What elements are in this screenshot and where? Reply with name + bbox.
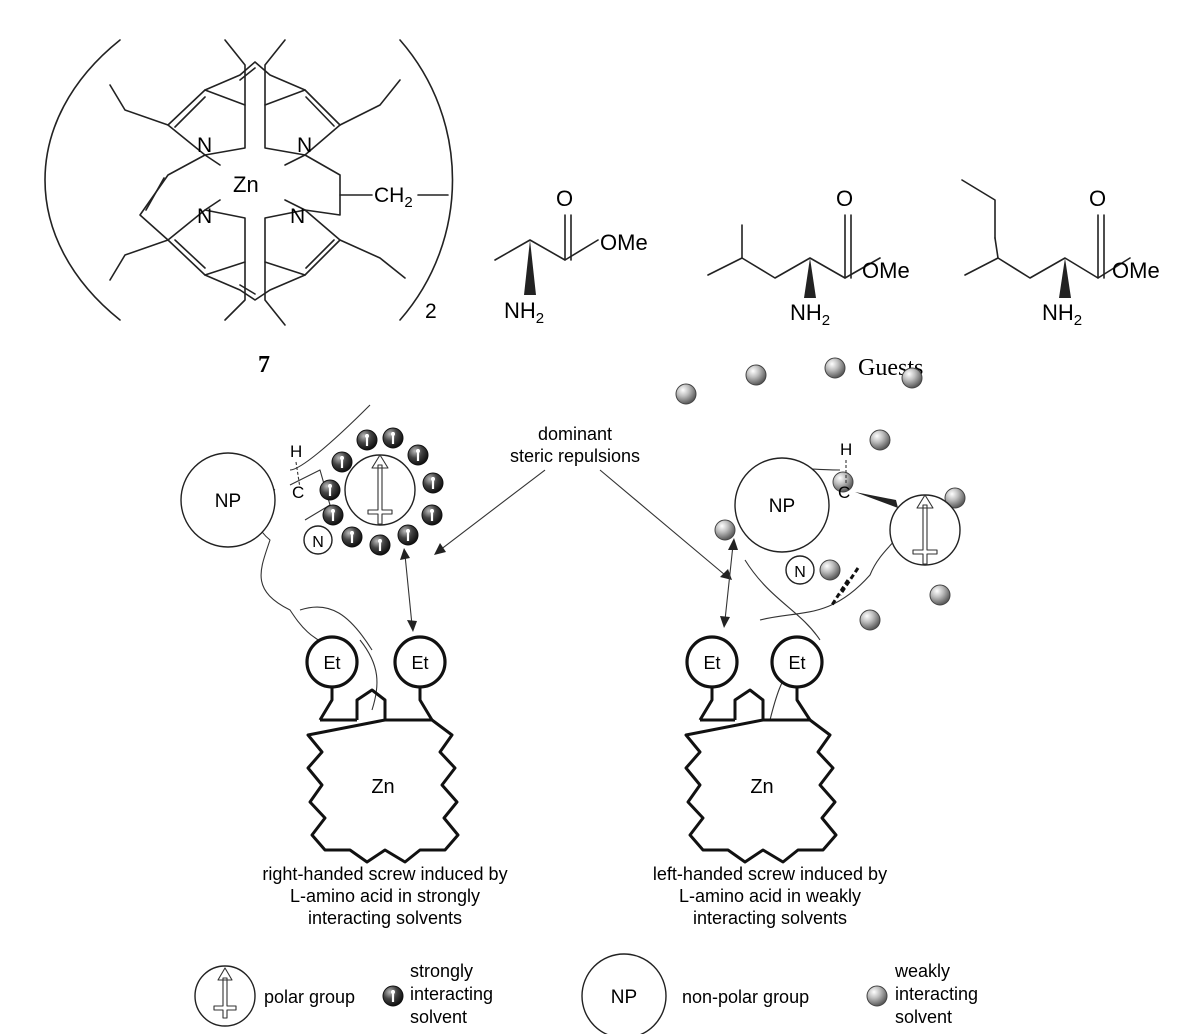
repeat-subscript: 2	[425, 300, 437, 323]
guest-alanine-ester: O OMe NH2	[494, 186, 648, 327]
guest-isoleucine-ester: O OMe NH2	[961, 179, 1160, 329]
svg-text:NP: NP	[215, 491, 241, 512]
svg-text:L-amino acid in weakly: L-amino acid in weakly	[679, 886, 861, 906]
svg-text:N: N	[312, 534, 324, 551]
compound-number: 7	[258, 352, 270, 378]
svg-text:O: O	[556, 186, 573, 211]
svg-text:solvent: solvent	[895, 1007, 952, 1027]
steric-repulsion-callout: dominant steric repulsions	[434, 424, 732, 580]
svg-text:C: C	[292, 483, 304, 502]
svg-text:solvent: solvent	[410, 1007, 467, 1027]
svg-text:interacting: interacting	[410, 984, 493, 1004]
svg-text:dominant: dominant	[538, 424, 612, 444]
svg-text:Zn: Zn	[750, 776, 773, 798]
legend-polar-icon	[194, 965, 256, 1027]
svg-text:OMe: OMe	[862, 258, 910, 283]
left-model: NP H C N Et Et	[180, 404, 508, 928]
svg-text:Et: Et	[323, 653, 340, 673]
svg-text:weakly: weakly	[894, 961, 950, 981]
zinc-label: Zn	[233, 172, 259, 197]
svg-text:O: O	[836, 186, 853, 211]
svg-text:O: O	[1089, 186, 1106, 211]
n-circle-right	[785, 555, 815, 585]
svg-text:OMe: OMe	[600, 230, 648, 255]
svg-text:H: H	[290, 442, 302, 461]
legend-nonpolar-label: non-polar group	[682, 987, 809, 1007]
legend: polar group strongly interacting solvent…	[194, 953, 978, 1034]
n-circle-left	[303, 525, 333, 555]
svg-text:H: H	[840, 440, 852, 459]
svg-text:left-handed screw induced by: left-handed screw induced by	[653, 864, 887, 884]
np-circle-left	[180, 452, 276, 548]
svg-text:NH2: NH2	[504, 298, 544, 327]
legend-polar-label: polar group	[264, 987, 355, 1007]
svg-text:NH2: NH2	[1042, 300, 1082, 329]
ch2-label: CH2	[374, 184, 413, 211]
svg-text:strongly: strongly	[410, 961, 473, 981]
right-model: NP H C N Et Et Zn left-handed screw indu…	[653, 357, 966, 928]
nitrogen-label-4: N	[290, 205, 305, 228]
porphyrin-structure: Zn N N N N CH2 2 7	[44, 39, 454, 378]
legend-np-icon	[581, 953, 667, 1034]
nitrogen-label-2: N	[297, 134, 312, 157]
svg-text:Et: Et	[703, 653, 720, 673]
svg-text:NP: NP	[611, 987, 637, 1008]
legend-strong-solvent-icon	[381, 984, 405, 1008]
svg-text:Et: Et	[411, 653, 428, 673]
svg-text:OMe: OMe	[1112, 258, 1160, 283]
svg-text:NH2: NH2	[790, 300, 830, 329]
svg-text:interacting: interacting	[895, 984, 978, 1004]
svg-text:right-handed screw induced by: right-handed screw induced by	[262, 864, 507, 884]
svg-text:steric repulsions: steric repulsions	[510, 446, 640, 466]
svg-text:NP: NP	[769, 496, 795, 517]
svg-text:interacting solvents: interacting solvents	[693, 908, 847, 928]
svg-text:L-amino acid in strongly: L-amino acid in strongly	[290, 886, 480, 906]
svg-text:N: N	[794, 564, 806, 581]
nitrogen-label-3: N	[197, 205, 212, 228]
svg-text:Et: Et	[788, 653, 805, 673]
np-circle-right	[734, 457, 830, 553]
legend-weak-solvent-icon	[866, 985, 888, 1007]
left-bracket	[44, 39, 121, 321]
right-bracket	[399, 39, 454, 321]
guest-valine-ester: O OMe NH2	[707, 186, 910, 329]
nitrogen-label-1: N	[197, 134, 212, 157]
svg-text:interacting solvents: interacting solvents	[308, 908, 462, 928]
svg-text:Zn: Zn	[371, 776, 394, 798]
svg-text:C: C	[838, 483, 850, 502]
